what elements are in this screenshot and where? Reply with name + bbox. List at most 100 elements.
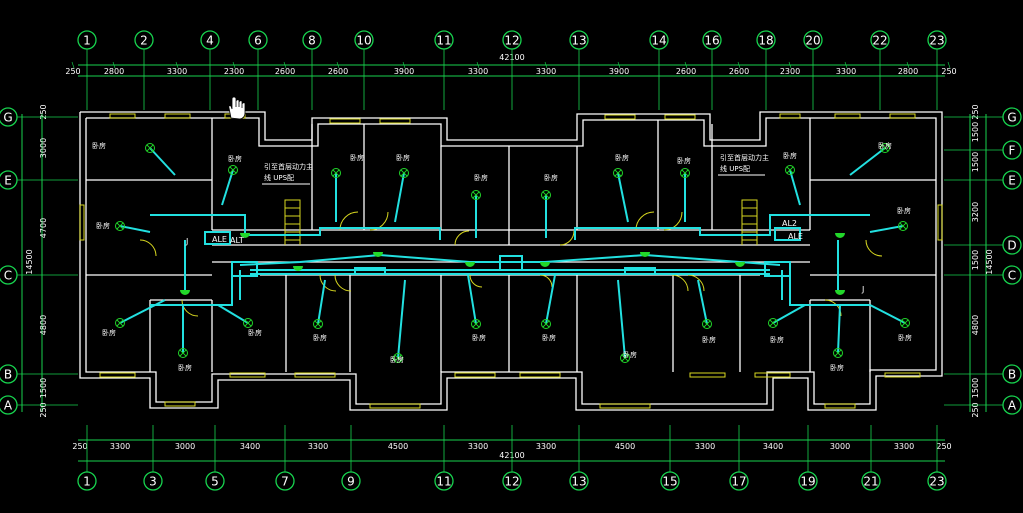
axis-bubble-label: 17 [731, 475, 746, 489]
room-label: 卧房 [102, 328, 116, 337]
axis-bottom-6: 12 [502, 471, 522, 491]
dim-tick [71, 61, 75, 69]
ceiling-light-icon [115, 221, 125, 231]
axis-bubble-label: 10 [356, 34, 371, 48]
ceiling-light-icon [702, 319, 712, 329]
junction-box-icon [540, 262, 550, 267]
axis-bubble-label: 11 [436, 475, 451, 489]
axis-bubble-label: 15 [662, 475, 677, 489]
room-labels: 卧房卧房卧房卧房卧房卧房卧房卧房卧房卧房卧房卧房卧房卧房卧房卧房卧房卧房卧房卧房… [92, 141, 912, 372]
axis-bubble-label: 14 [651, 34, 666, 48]
axis-top-6: 11 [434, 30, 454, 50]
dim-top-segment: 3300 [167, 67, 187, 76]
panel-al2-right: AL2 [782, 219, 797, 228]
dim-tick [232, 61, 236, 69]
dim-left-segment: 3000 [39, 138, 48, 158]
dim-right-segment: 250 [971, 104, 980, 119]
panel-ale-right: ALE [788, 232, 803, 241]
axis-bottom-10: 19 [798, 471, 818, 491]
dim-right-segment: 3200 [971, 202, 980, 222]
junction-box-icon [735, 262, 745, 267]
axis-bubble-label: A [1008, 399, 1017, 413]
room-label: 卧房 [350, 153, 364, 162]
axis-bubble-label: G [1007, 111, 1016, 125]
dim-tick [336, 61, 340, 69]
dim-top-segment: 2600 [676, 67, 696, 76]
junction-box-icon [293, 266, 303, 271]
axis-bubble-label: D [1007, 239, 1016, 253]
ceiling-light-icon [620, 353, 630, 363]
dim-tick [476, 61, 480, 69]
dim-left-segment: 250 [39, 402, 48, 417]
axis-bubble-label: C [1008, 269, 1016, 283]
dim-bottom-segment: 3400 [240, 442, 260, 451]
dim-bottom-segment: 3000 [175, 442, 195, 451]
axis-bubble-label: 7 [281, 475, 289, 489]
dim-top-segment: 3900 [609, 67, 629, 76]
room-label: 卧房 [830, 363, 844, 372]
note-right-line2: 线 UPS配 [720, 164, 750, 173]
dim-bottom-segment: 250 [936, 442, 951, 451]
room-label: 卧房 [677, 156, 691, 165]
axis-bubble-label: 13 [571, 475, 586, 489]
axis-top-14: 23 [927, 30, 947, 50]
room-label: 卧房 [390, 355, 404, 364]
dim-left-segment: 1500 [39, 378, 48, 398]
dim-bottom-segment: 4500 [388, 442, 408, 451]
room-label: 卧房 [542, 333, 556, 342]
ceiling-light-icon [243, 318, 253, 328]
ceiling-light-icon [471, 190, 481, 200]
room-label: 卧房 [92, 141, 106, 150]
dim-tick [175, 61, 179, 69]
room-label: 卧房 [897, 206, 911, 215]
axis-top-5: 10 [354, 30, 374, 50]
axis-bottom-11: 21 [861, 471, 881, 491]
note-right-line1: 引至首层动力主 [720, 153, 769, 162]
axis-bottom-8: 15 [660, 471, 680, 491]
ceiling-light-icon [680, 168, 690, 178]
ceiling-light-icon [898, 221, 908, 231]
axis-bottom-7: 13 [569, 471, 589, 491]
dim-top-segment: 2600 [729, 67, 749, 76]
dim-top-segment: 2600 [328, 67, 348, 76]
room-label: 卧房 [472, 333, 486, 342]
dim-top-segment: 3900 [394, 67, 414, 76]
ceiling-light-icon [393, 353, 403, 363]
dim-right-overall: 14500 [985, 249, 994, 274]
axis-bubble-label: B [4, 368, 12, 382]
dim-top-segment: 250 [65, 67, 80, 76]
dim-bottom-segment: 3300 [468, 442, 488, 451]
dim-tick [947, 61, 951, 69]
dim-top-segment: 250 [941, 67, 956, 76]
light-fixtures [115, 143, 910, 363]
dim-right-segment: 250 [971, 402, 980, 417]
room-label: 卧房 [615, 153, 629, 162]
room-label: 卧房 [623, 350, 637, 359]
junction-box-icon [180, 290, 190, 295]
dim-top-segment: 2600 [275, 67, 295, 76]
dim-bottom-segment: 3300 [308, 442, 328, 451]
axis-bubble-label: 2 [140, 34, 148, 48]
axis-bubble-label: 19 [800, 475, 815, 489]
room-label: 卧房 [898, 333, 912, 342]
ceiling-light-icon [541, 319, 551, 329]
dim-bottom-segment: 3300 [695, 442, 715, 451]
dim-tick [402, 61, 406, 69]
axis-top-11: 18 [756, 30, 776, 50]
axis-bubble-label: C [4, 269, 12, 283]
dim-tick [684, 61, 688, 69]
axis-bubble-label: 5 [211, 475, 219, 489]
ceiling-light-icon [541, 190, 551, 200]
axis-bubble-label: 23 [929, 34, 944, 48]
axis-bubble-label: 16 [704, 34, 719, 48]
junction-box-icon [465, 262, 475, 267]
dim-bottom-segment: 3300 [110, 442, 130, 451]
room-label: 卧房 [248, 328, 262, 337]
axis-bubble-label: 3 [149, 475, 157, 489]
ceiling-light-icon [880, 143, 890, 153]
tag-j-left: J [185, 237, 188, 246]
ceiling-light-icon [178, 348, 188, 358]
